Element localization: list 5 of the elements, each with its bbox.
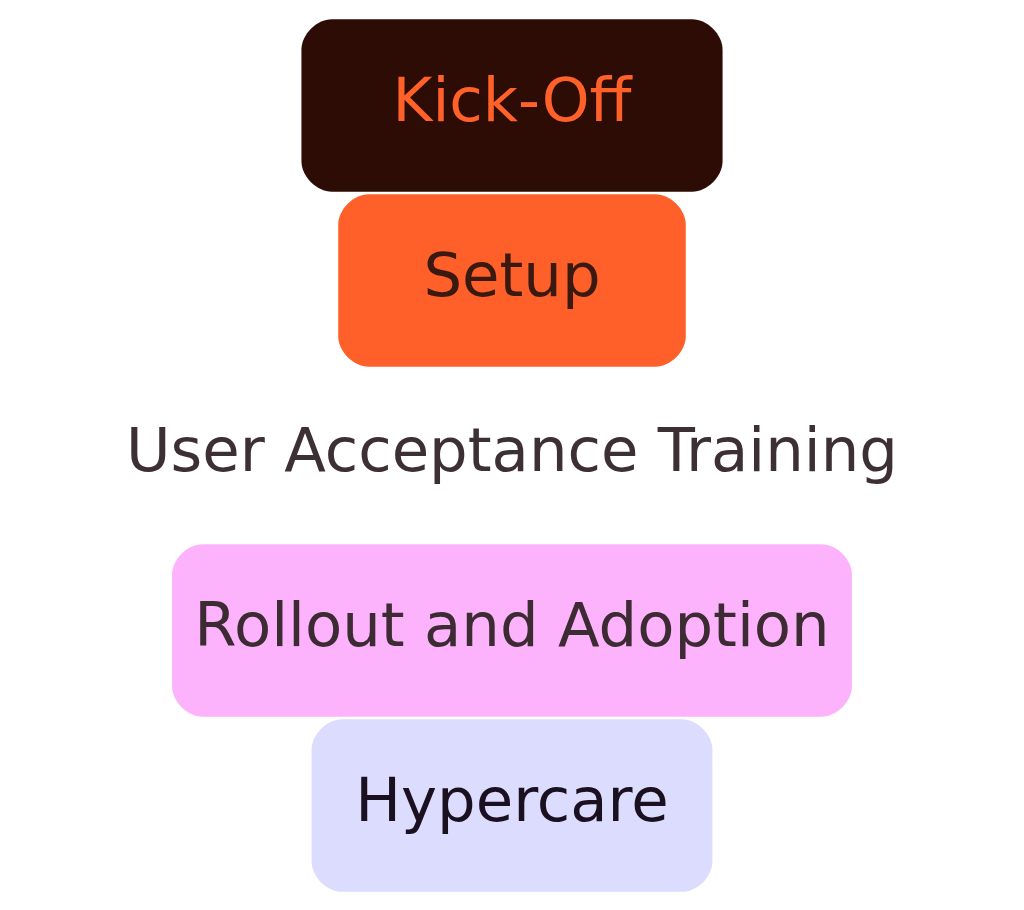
- node-text: User Acceptance Training: [126, 413, 898, 485]
- node-box: Setup: [338, 193, 686, 367]
- node-box: Hypercare: [311, 718, 713, 892]
- node-box: Kick-Off: [301, 18, 723, 192]
- node-box: Rollout and Adoption: [172, 543, 852, 717]
